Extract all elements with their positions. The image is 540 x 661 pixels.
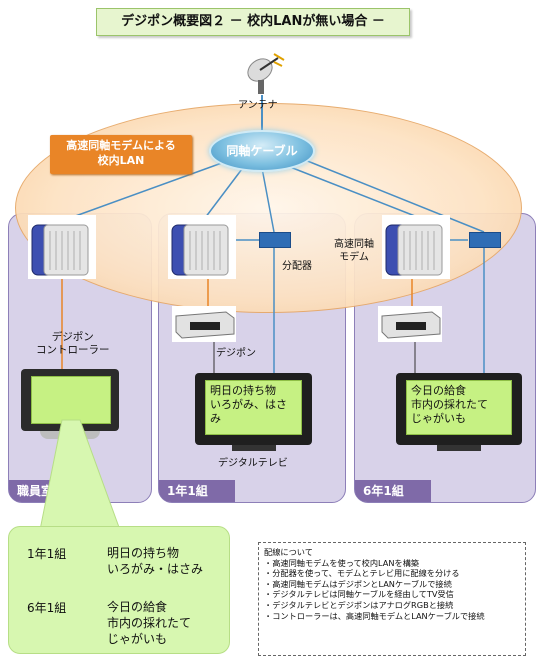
- cable-line-6-1-modem: [284, 164, 421, 219]
- digipon-box-icon-6-1: [378, 306, 442, 342]
- callout-class-2: 6年1組: [27, 601, 67, 615]
- tv-stand-1-1: [232, 445, 276, 451]
- note-line: ・デジタルテレビは同軸ケーブルを経由してTV受信: [264, 589, 454, 600]
- antenna-icon: [247, 53, 285, 94]
- note-line: ・高速同軸モデムを使って校内LANを構築: [264, 557, 420, 568]
- splitter-1-1: [259, 232, 291, 248]
- lan-label-text: 高速同軸モデムによる 校内LAN: [66, 139, 176, 167]
- splitter-6-1: [469, 232, 501, 248]
- cable-line-staff: [69, 159, 231, 219]
- room-label-6-1: 6年1組: [355, 480, 431, 502]
- antenna-label: アンテナ: [238, 100, 278, 111]
- tv-label: デジタルテレビ: [218, 458, 288, 469]
- cable-line-6-1-splitter: [299, 157, 485, 233]
- callout-message-1: 明日の持ち物 いろがみ・はさみ: [107, 546, 204, 576]
- modem-icon-staff: [28, 215, 96, 279]
- callout-class-1: 1年1組: [27, 547, 67, 561]
- callout-message-2: 今日の給食 市内の採れたて じゃがいも: [107, 600, 192, 646]
- tv-6-1: 今日の給食 市内の採れたて じゃがいも: [396, 373, 522, 445]
- tv-stand-6-1: [437, 445, 481, 451]
- wiring-notes: 配線について ・高速同軸モデムを使って校内LANを構築 ・分配器を使って、モデム…: [258, 542, 526, 656]
- controller-monitor: [21, 369, 119, 431]
- tv-screen-6-1: 今日の給食 市内の採れたて じゃがいも: [406, 380, 512, 435]
- coaxial-cable: 同軸ケーブル: [209, 130, 315, 172]
- cable-line-1-1-splitter: [261, 167, 275, 233]
- notes-heading: 配線について: [264, 547, 313, 557]
- diagram-title: デジポン概要図２ － 校内LANが無い場合 －: [96, 8, 410, 36]
- lan-label: 高速同軸モデムによる 校内LAN: [50, 135, 192, 174]
- digipon-box-icon-1-1: [172, 306, 236, 342]
- note-line: ・コントローラーは、高速同軸モデムとLANケーブルで接続: [264, 610, 485, 621]
- note-line: ・高速同軸モデムはデジポンとLANケーブルで接続: [264, 578, 452, 589]
- splitter-label: 分配器: [282, 261, 312, 272]
- cable-line-1-1-modem: [204, 164, 246, 219]
- tv-1-1: 明日の持ち物 いろがみ、はさみ: [195, 373, 312, 445]
- note-line: ・分配器を使って、モデムとテレビ用に配線を分ける: [264, 568, 460, 579]
- modem-label: 高速同軸 モデム: [334, 239, 374, 263]
- tv-screen-1-1: 明日の持ち物 いろがみ、はさみ: [205, 380, 302, 435]
- modem-icon-1-1: [168, 215, 236, 279]
- note-line: ・デジタルテレビとデジポンはアナログRGBと接続: [264, 599, 454, 610]
- modem-icon-6-1: [382, 215, 450, 279]
- digipon-label: デジポン: [216, 348, 256, 359]
- message-callout: 1年1組 明日の持ち物 いろがみ・はさみ 6年1組 今日の給食 市内の採れたて …: [8, 526, 230, 654]
- controller-label: デジポン コントローラー: [36, 331, 110, 356]
- room-label-1-1: 1年1組: [159, 480, 235, 502]
